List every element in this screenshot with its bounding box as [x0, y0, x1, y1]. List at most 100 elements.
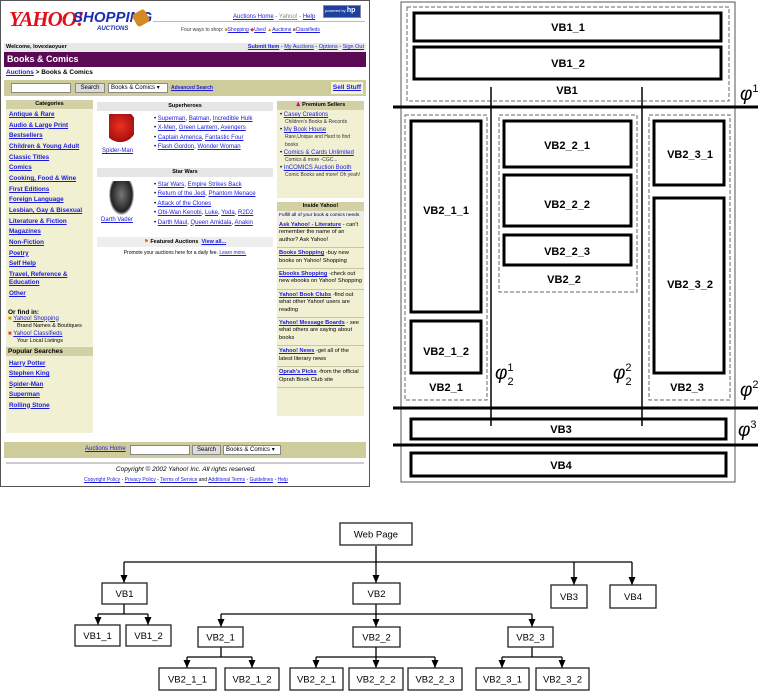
seller-link[interactable]: Comics & Cards Unlimited: [283, 150, 354, 156]
inside-yahoo-link[interactable]: Ebooks Shopping: [279, 271, 328, 278]
spider-man-image[interactable]: [109, 114, 134, 144]
category-link[interactable]: Children & Young Adult: [9, 142, 80, 150]
item-link[interactable]: Luke: [204, 210, 218, 217]
top-links: Auctions Home - Yahoo! - Help: [233, 14, 316, 20]
category-link[interactable]: Travel, Reference & Education: [9, 270, 68, 286]
item-link[interactable]: Green Lantern: [178, 125, 218, 132]
guidelines-link[interactable]: Guidelines: [249, 477, 274, 483]
yahoo-logo[interactable]: YAHOO!: [9, 7, 84, 31]
shopping-logo: SHOPPING: [73, 9, 153, 26]
category-link[interactable]: First Editions: [9, 185, 50, 193]
inside-yahoo-link[interactable]: Yahoo! News: [279, 348, 315, 355]
auctions-home-link[interactable]: Auctions Home: [233, 14, 274, 20]
inside-yahoo-link[interactable]: Yahoo! Book Clubs: [279, 291, 332, 298]
category-link[interactable]: Antique & Rare: [9, 111, 55, 118]
options-link[interactable]: Options: [318, 44, 338, 50]
category-link[interactable]: Magazines: [9, 228, 41, 236]
category-link[interactable]: Literature & Fiction: [9, 217, 67, 225]
submit-item-link[interactable]: Submit Item: [247, 44, 280, 50]
label-vb2-2-3: VB2_2_3: [544, 246, 590, 258]
popular-search-link[interactable]: Harry Potter: [9, 359, 46, 367]
yahoo-shopping-link[interactable]: Yahoo! Shopping: [13, 315, 59, 322]
view-all-link[interactable]: View all...: [201, 239, 227, 245]
advanced-search-link[interactable]: Advanced Search: [171, 85, 213, 91]
shopping-link[interactable]: Shopping: [227, 27, 249, 33]
learn-more-link[interactable]: Learn more.: [219, 250, 247, 256]
yahoo-link[interactable]: Yahoo!: [278, 14, 298, 20]
category-link[interactable]: Classic Titles: [9, 153, 50, 161]
search-input[interactable]: [11, 83, 71, 93]
category-link[interactable]: Poetry: [9, 249, 29, 257]
item-link[interactable]: Return of the Jedi: [157, 191, 206, 198]
popular-search-link[interactable]: Rolling Stone: [9, 401, 50, 409]
popular-search-link[interactable]: Spider-Man: [9, 380, 44, 388]
bottom-category-select[interactable]: Books & Comics ▾: [223, 445, 281, 455]
classifieds-link[interactable]: Classifieds: [295, 27, 320, 33]
item-link[interactable]: Anakin: [234, 219, 253, 226]
additional-terms-link[interactable]: Additional Terms: [208, 477, 246, 483]
category-link[interactable]: Non-Fiction: [9, 238, 44, 246]
label-vb2-3-2: VB2_3_2: [667, 279, 713, 291]
item-link[interactable]: Incredible Hulk: [212, 116, 253, 122]
darth-vader-link[interactable]: Darth Vader: [101, 217, 133, 223]
item-link[interactable]: Superman: [157, 116, 186, 122]
auctions-link[interactable]: Auctions: [272, 27, 292, 33]
item-link[interactable]: Empire Strikes Back: [187, 182, 242, 188]
sign-out-link[interactable]: Sign Out: [342, 44, 364, 50]
seller-link[interactable]: InCOMICS Auction Booth: [283, 165, 352, 171]
list-item: • Return of the Jedi, Phantom Menace: [154, 191, 256, 198]
inside-yahoo-link[interactable]: Books Shopping: [279, 250, 325, 257]
item-link[interactable]: Yoda: [221, 210, 235, 217]
category-link[interactable]: Cooking, Food & Wine: [9, 174, 77, 182]
item-link[interactable]: Obi-Wan Kenobi: [157, 210, 202, 217]
privacy-policy-link[interactable]: Privacy Policy: [124, 477, 156, 483]
category-link[interactable]: Foreign Language: [9, 196, 64, 204]
spider-man-link[interactable]: Spider-Man: [102, 148, 134, 154]
item-link[interactable]: Batman: [188, 116, 210, 122]
tree-node-box: [224, 667, 280, 691]
popular-search-link[interactable]: Superman: [9, 391, 40, 398]
inside-yahoo-link[interactable]: Yahoo! Message Boards: [279, 320, 345, 327]
search-button[interactable]: Search: [75, 83, 105, 93]
block-vb2-2-1: [502, 119, 633, 169]
breadcrumb-auctions[interactable]: Auctions: [6, 69, 34, 76]
category-link[interactable]: Comics: [9, 164, 32, 172]
item-link[interactable]: Avengers: [220, 125, 246, 132]
item-link[interactable]: Phantom Menace: [208, 191, 256, 198]
bottom-search-button[interactable]: Search: [192, 445, 221, 455]
help-link[interactable]: Help: [277, 477, 288, 483]
item-link[interactable]: R2D2: [238, 210, 254, 217]
category-link[interactable]: Self Help: [9, 260, 36, 268]
inside-yahoo-link[interactable]: Ask Yahoo! - Literature: [279, 222, 342, 228]
darth-vader-image[interactable]: [109, 181, 134, 215]
seller-link[interactable]: My Book House: [283, 127, 327, 133]
inside-yahoo-link[interactable]: Oprah's Picks: [279, 369, 317, 376]
popular-search-link[interactable]: Stephen King: [9, 370, 50, 377]
bottom-auctions-home-link[interactable]: Auctions Home: [85, 446, 126, 452]
used-link[interactable]: Used: [254, 27, 266, 33]
category-link[interactable]: Bestsellers: [9, 132, 43, 140]
bottom-search-input[interactable]: [130, 445, 190, 455]
category-link[interactable]: Lesbian, Gay & Bisexual: [9, 206, 83, 214]
block-vb2-1-1: [409, 119, 483, 314]
copyright-policy-link[interactable]: Copyright Policy: [84, 477, 121, 483]
item-link[interactable]: X-Men: [157, 125, 176, 132]
sell-stuff-button[interactable]: Sell Stuff: [331, 82, 363, 94]
category-link[interactable]: Audio & Large Print: [9, 121, 69, 129]
item-link[interactable]: Darth Maul: [157, 219, 188, 226]
item-link[interactable]: Attack of the Clones: [157, 200, 212, 207]
item-link[interactable]: Star Wars: [157, 182, 185, 188]
my-auctions-link[interactable]: My Auctions: [284, 44, 314, 50]
item-link[interactable]: Fantastic Four: [205, 134, 244, 141]
terms-link[interactable]: Terms of Service: [160, 477, 198, 483]
item-link[interactable]: Captain America: [157, 134, 202, 141]
category-link[interactable]: Other: [9, 289, 26, 297]
flag-icon: ⚑: [143, 239, 149, 245]
help-link[interactable]: Help: [302, 14, 316, 20]
item-link[interactable]: Wonder Woman: [197, 144, 241, 151]
yahoo-classifieds-link[interactable]: Yahoo! Classifieds: [13, 330, 63, 337]
item-link[interactable]: Flash Gordon: [157, 144, 195, 151]
seller-link[interactable]: Casey Creations: [283, 112, 329, 118]
item-link[interactable]: Queen Amidala: [190, 219, 232, 226]
category-select[interactable]: Books & Comics ▾: [108, 83, 168, 93]
